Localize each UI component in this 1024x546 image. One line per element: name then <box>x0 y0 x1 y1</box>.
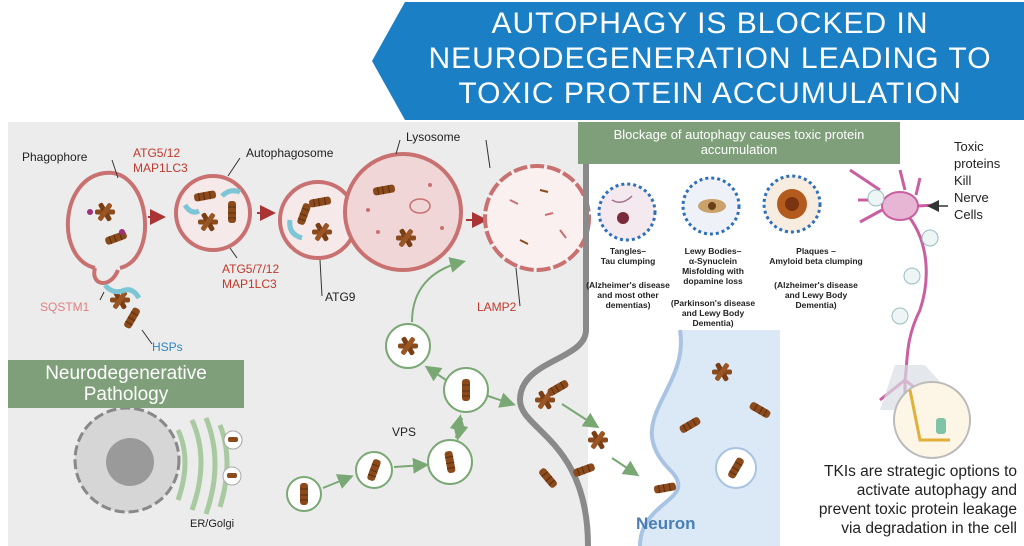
title-banner <box>372 2 1024 120</box>
atg5-12-label: ATG5/12 <box>133 146 181 160</box>
lysosome-vesicle <box>343 152 463 272</box>
sqstm1-protein-complex <box>103 283 142 331</box>
leaked-protein-5 <box>571 461 597 479</box>
arrow-g7 <box>561 403 600 429</box>
cell-membrane <box>516 122 591 546</box>
map1lc3-bottom-label: MAP1LC3 <box>222 277 277 291</box>
maturing-autophagosome <box>278 180 358 260</box>
tki-text: TKIs are strategic options to activate a… <box>818 463 1017 537</box>
toxic-blob-4 <box>891 307 909 325</box>
synapse-vesicle <box>936 418 946 434</box>
leaked-protein-4 <box>537 466 559 490</box>
toxic-blob-2 <box>921 229 939 247</box>
cargo-a <box>299 482 309 506</box>
lewy-bodies-note: (Parkinson's disease and Lewy Body Demen… <box>670 298 756 328</box>
arrow-g3b <box>452 417 469 441</box>
leaked-protein-2 <box>588 430 608 450</box>
arrow-g5 <box>411 257 466 323</box>
plaques-title: Plaques – Amyloid beta clumping <box>769 246 863 266</box>
vps-label: VPS <box>392 425 417 439</box>
nerve-cell-body <box>881 191 919 221</box>
hsps-label: HSPs <box>152 340 183 354</box>
synapse-detail <box>908 389 950 442</box>
banner-arrow-shape <box>372 2 1024 120</box>
er-golgi <box>175 417 230 515</box>
plaques-note: (Alzheimer's disease and Lewy Body Demen… <box>774 280 858 310</box>
lewy-bodies-title: Lewy Bodies– α-Synuclein Misfolding with… <box>682 246 744 286</box>
page-title: AUTOPHAGY IS BLOCKED IN NEURODEGENERATIO… <box>428 7 992 110</box>
autophagosome-label: Autophagosome <box>246 146 334 160</box>
atg5-7-12-label: ATG5/7/12 <box>222 262 280 276</box>
nucleus <box>73 406 181 514</box>
lewy-bodies-image <box>681 176 741 236</box>
arrow-g1 <box>322 474 354 489</box>
lysosome-label: Lysosome <box>406 130 461 144</box>
autophagosome-vesicle <box>174 174 252 252</box>
arrow-g8 <box>611 457 640 477</box>
lamp2-label: LAMP2 <box>477 300 517 314</box>
er-cargo-1 <box>228 437 238 442</box>
cargo-c <box>461 378 471 402</box>
arrow-g4 <box>424 365 447 382</box>
neuron-protein-4 <box>652 481 678 495</box>
er-cargo-2 <box>227 473 237 478</box>
er-golgi-label: ER/Golgi <box>190 518 235 530</box>
phagophore-label: Phagophore <box>22 150 88 164</box>
neuron-label: Neuron <box>636 514 696 533</box>
toxic-blob-3 <box>903 267 921 285</box>
neurodegenerative-pathology-box: Neurodegenerative Pathology <box>8 360 244 408</box>
synapse-zoom <box>893 381 971 459</box>
map1lc3-top-label: MAP1LC3 <box>133 161 188 175</box>
plaques-image <box>762 174 822 234</box>
arrow-g2 <box>393 457 429 474</box>
tangles-note: (Alzheimer's disease and most other deme… <box>586 280 670 310</box>
neuron-membrane <box>638 329 683 546</box>
degradation-lysosome <box>483 164 591 272</box>
phagophore-vesicle <box>65 170 148 285</box>
neuron-region <box>640 330 780 546</box>
blockage-heading: Blockage of autophagy causes toxic prote… <box>578 122 900 164</box>
leaked-protein-3 <box>545 378 571 398</box>
toxic-blob-1 <box>867 189 885 207</box>
sqstm1-label: SQSTM1 <box>40 300 90 314</box>
tangles-title: Tangles– Tau clumping <box>600 246 656 266</box>
tangles-image <box>597 182 657 242</box>
atg9-label: ATG9 <box>325 290 356 304</box>
toxic-proteins-text: Toxic proteins Kill Nerve Cells <box>954 139 1001 222</box>
label-pointers <box>99 139 521 345</box>
arrow-g6 <box>487 392 516 408</box>
